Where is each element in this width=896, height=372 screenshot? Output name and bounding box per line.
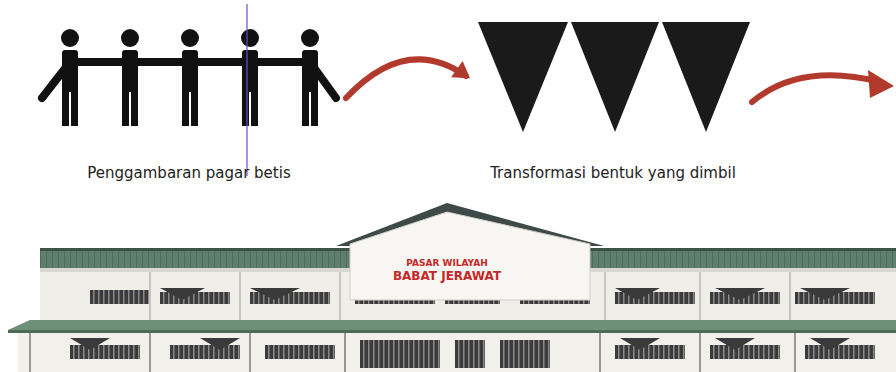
market-building <box>8 203 896 372</box>
guide-line <box>246 4 247 176</box>
caption: Transformasi bentuk yang dimbil <box>470 164 756 183</box>
triangle-shapes <box>478 22 750 132</box>
icon-group: Penggambaran pagar betis <box>32 24 346 185</box>
people-icon <box>42 29 336 126</box>
icon-group: Transformasi bentuk yang dimbil <box>470 18 756 185</box>
red-arrow <box>346 59 470 98</box>
building-sign: PASAR WILAYAHBABAT JERAWAT <box>368 258 526 292</box>
sign-text: BABAT JERAWAT <box>368 269 526 284</box>
caption: Penggambaran pagar betis <box>32 164 346 183</box>
sign-text: PASAR WILAYAH <box>368 258 526 269</box>
red-arrow <box>752 70 894 102</box>
